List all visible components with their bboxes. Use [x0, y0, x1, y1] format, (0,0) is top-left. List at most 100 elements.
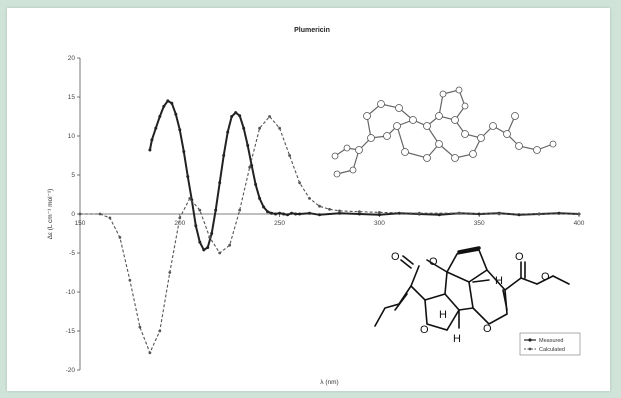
data-point-calculated: [358, 210, 361, 214]
data-point-measured: [308, 211, 311, 215]
data-point-measured: [278, 211, 282, 215]
data-point-measured: [290, 211, 294, 215]
data-point-calculated: [218, 251, 222, 255]
data-point-measured: [274, 212, 278, 216]
data-point-measured: [318, 213, 321, 217]
data-point-calculated: [118, 236, 122, 239]
x-tick-label: 200: [174, 220, 185, 227]
molecule-3d-illustration: [331, 86, 557, 178]
data-point-calculated: [188, 197, 192, 200]
data-point-calculated: [228, 243, 232, 247]
svg-text:O: O: [420, 324, 429, 336]
data-point-measured: [226, 130, 230, 134]
x-tick-label: 350: [474, 220, 485, 227]
data-point-measured: [266, 210, 270, 214]
series-line-calculated: [80, 115, 579, 355]
data-point-calculated: [238, 208, 242, 212]
data-point-calculated: [457, 211, 461, 215]
svg-text:H: H: [439, 309, 447, 321]
x-tick-label: 150: [75, 220, 86, 227]
data-point-calculated: [248, 165, 252, 169]
svg-text:H: H: [495, 275, 503, 287]
data-point-measured: [148, 148, 152, 152]
data-point-calculated: [98, 212, 102, 216]
data-point-measured: [238, 114, 242, 118]
data-point-calculated: [78, 212, 82, 216]
data-point-measured: [254, 182, 258, 186]
svg-text:O: O: [541, 271, 550, 283]
data-point-calculated: [148, 351, 152, 355]
legend-marker-measured: [528, 338, 532, 342]
y-tick-label: 20: [68, 55, 76, 62]
data-point-calculated: [168, 271, 172, 274]
data-point-calculated: [417, 211, 421, 215]
data-point-measured: [357, 212, 361, 216]
data-point-calculated: [338, 209, 341, 213]
data-point-measured: [198, 240, 202, 244]
data-point-measured: [262, 205, 266, 209]
data-point-measured: [170, 101, 174, 105]
x-tick-label: 250: [274, 220, 285, 227]
data-point-measured: [250, 164, 254, 168]
y-tick-label: -20: [66, 367, 76, 374]
data-point-measured: [210, 232, 214, 235]
data-point-calculated: [328, 207, 331, 211]
data-point-measured: [377, 213, 381, 217]
data-point-calculated: [108, 216, 112, 220]
chart-title: Plumericin: [294, 27, 330, 34]
svg-text:O: O: [391, 251, 400, 263]
data-point-calculated: [158, 329, 162, 333]
svg-text:O: O: [483, 323, 492, 335]
data-point-measured: [150, 138, 154, 142]
series-line-measured: [148, 99, 580, 252]
svg-text:O: O: [515, 251, 524, 263]
data-point-measured: [218, 181, 222, 185]
data-point-calculated: [138, 325, 142, 329]
data-point-measured: [154, 126, 158, 130]
y-tick-label: -15: [66, 328, 76, 335]
x-tick-label: 400: [574, 220, 585, 227]
data-point-calculated: [378, 211, 381, 214]
data-point-measured: [202, 248, 206, 252]
data-point-measured: [182, 150, 186, 154]
x-tick-label: 300: [374, 220, 385, 227]
data-point-measured: [242, 126, 246, 130]
data-point-calculated: [308, 197, 311, 200]
y-axis-title: Δε (L cm⁻¹ mol⁻¹): [47, 189, 54, 240]
data-point-calculated: [288, 154, 291, 157]
series-layer: [78, 99, 581, 355]
data-point-measured: [294, 212, 298, 216]
x-axis-title: λ (nm): [320, 379, 338, 386]
data-point-measured: [214, 208, 218, 212]
data-point-measured: [270, 211, 274, 215]
data-point-measured: [178, 128, 182, 132]
data-point-calculated: [318, 204, 321, 208]
data-point-measured: [234, 111, 238, 115]
plumericin-structure: [374, 246, 570, 331]
data-point-measured: [186, 175, 190, 179]
data-point-measured: [206, 246, 210, 249]
legend-marker-calculated: [528, 347, 532, 351]
data-point-measured: [174, 112, 178, 116]
data-point-measured: [298, 212, 302, 216]
data-point-measured: [222, 154, 226, 157]
legend: Measured Calculated: [519, 332, 581, 356]
svg-text:O: O: [429, 256, 438, 268]
data-point-calculated: [537, 212, 541, 216]
data-point-measured: [230, 115, 234, 118]
data-point-calculated: [278, 126, 281, 130]
legend-label-measured: Measured: [539, 338, 563, 344]
data-point-calculated: [198, 208, 202, 212]
data-point-measured: [246, 143, 250, 147]
data-point-measured: [194, 224, 198, 228]
legend-label-calculated: Calculated: [539, 347, 565, 353]
data-point-calculated: [178, 216, 182, 220]
data-point-measured: [162, 104, 166, 108]
y-tick-label: 10: [68, 133, 76, 140]
data-point-measured: [258, 196, 262, 200]
data-point-calculated: [577, 212, 581, 216]
data-point-measured: [282, 212, 286, 216]
